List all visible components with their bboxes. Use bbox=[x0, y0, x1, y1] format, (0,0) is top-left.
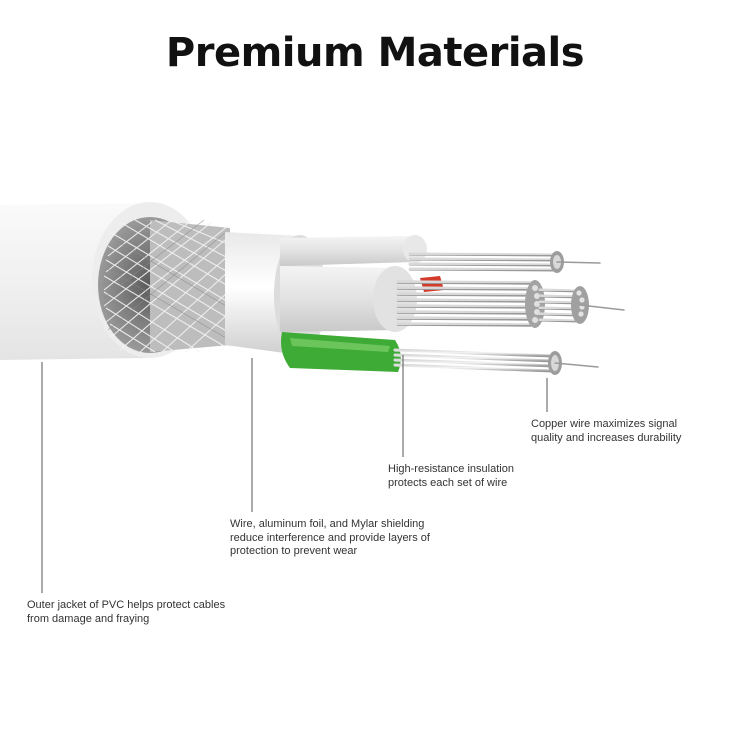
callout-copper-wire: Copper wire maximizes signal quality and… bbox=[531, 418, 682, 444]
lower-wire-bundle bbox=[393, 348, 599, 375]
callout-outer-jacket: Outer jacket of PVC helps protect cables… bbox=[27, 599, 226, 625]
callout-leader-lines bbox=[41, 355, 548, 593]
callout-insulation: High-resistance insulation protects each… bbox=[388, 463, 514, 489]
callout-shielding: Wire, aluminum foil, and Mylar shielding… bbox=[230, 518, 430, 557]
braided-shield bbox=[98, 217, 230, 353]
upper-wire-bundle bbox=[408, 251, 601, 273]
page-title: Premium Materials bbox=[165, 30, 585, 76]
insulated-wires bbox=[280, 235, 427, 332]
middle-wire-bundle bbox=[396, 280, 625, 328]
green-insulation bbox=[281, 332, 401, 372]
